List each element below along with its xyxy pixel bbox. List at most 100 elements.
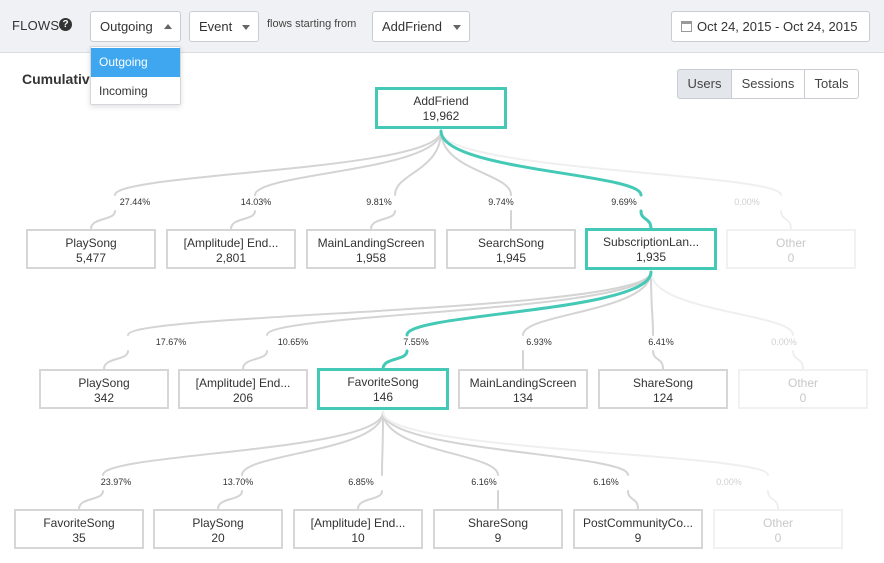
node-label: SubscriptionLan...	[602, 235, 700, 249]
chevron-down-icon	[453, 25, 461, 30]
node-label: MainLandingScreen	[317, 236, 425, 250]
flow-link-l1-1	[230, 130, 442, 230]
link-percent: 9.81%	[366, 197, 392, 207]
flow-link-l1-4	[439, 129, 653, 231]
chart-heading: Cumulative	[22, 71, 98, 87]
flow-node-l1-other[interactable]: Other 0	[726, 229, 856, 269]
node-value: 20	[211, 531, 225, 545]
flow-node-l1-amplitude-end[interactable]: [Amplitude] End... 2,801	[166, 229, 296, 269]
date-range-text: Oct 24, 2015 - Oct 24, 2015	[697, 19, 858, 34]
node-label: PostCommunityCo...	[582, 516, 694, 530]
flow-node-l3-playsong[interactable]: PlaySong 20	[153, 509, 283, 549]
flows-title: FLOWS	[12, 18, 60, 33]
node-label: SearchSong	[477, 236, 545, 250]
link-percent: 14.03%	[240, 197, 272, 207]
node-value: 146	[372, 390, 394, 404]
flow-node-l1-subscription[interactable]: SubscriptionLan... 1,935	[585, 228, 717, 270]
node-value: 206	[232, 391, 254, 405]
node-label: ShareSong	[632, 376, 694, 390]
flow-link-l3-0	[78, 411, 384, 510]
flow-link-l3-2	[357, 411, 384, 510]
calendar-icon	[681, 21, 692, 32]
tab-users[interactable]: Users	[677, 69, 732, 99]
flow-node-l2-mainlandingscreen[interactable]: MainLandingScreen 134	[458, 369, 588, 409]
node-label: PlaySong	[78, 376, 130, 390]
node-value: 9	[634, 531, 642, 545]
flow-link-l2-5	[650, 271, 804, 370]
node-value: 10	[351, 531, 365, 545]
flow-link-l2-3	[522, 271, 652, 370]
flow-link-l1-0	[90, 130, 442, 230]
node-label: ShareSong	[467, 516, 529, 530]
flow-node-l2-sharesong[interactable]: ShareSong 124	[598, 369, 728, 409]
link-percent: 17.67%	[155, 337, 187, 347]
tab-sessions[interactable]: Sessions	[731, 69, 805, 99]
chevron-down-icon	[242, 25, 250, 30]
flow-link-l2-4	[650, 271, 664, 370]
node-label: [Amplitude] End...	[195, 376, 291, 390]
node-label: Other	[775, 236, 806, 250]
link-percent: 27.44%	[119, 197, 151, 207]
flow-link-l3-4	[382, 411, 639, 510]
node-value: 134	[512, 391, 534, 405]
link-percent: 6.16%	[593, 477, 619, 487]
direction-select-value: Outgoing	[100, 19, 153, 34]
direction-select[interactable]: Outgoing	[90, 11, 181, 42]
flow-link-l2-1	[242, 271, 652, 370]
connector-text: flows starting from	[267, 18, 357, 30]
node-label: PlaySong	[65, 236, 117, 250]
node-value: 19,962	[422, 109, 460, 123]
node-label: MainLandingScreen	[469, 376, 577, 390]
link-percent: 13.70%	[222, 477, 254, 487]
flow-node-l2-favoritesong[interactable]: FavoriteSong 146	[317, 368, 449, 410]
flow-node-l3-sharesong[interactable]: ShareSong 9	[433, 509, 563, 549]
flow-link-l1-2	[370, 130, 442, 230]
start-event-select[interactable]: AddFriend	[372, 11, 470, 42]
date-range-picker[interactable]: Oct 24, 2015 - Oct 24, 2015	[671, 11, 870, 42]
link-percent: 6.93%	[526, 337, 552, 347]
node-value: 0	[774, 531, 782, 545]
node-label: [Amplitude] End...	[310, 516, 406, 530]
flow-link-l2-2	[381, 270, 653, 371]
node-value: 1,945	[495, 251, 527, 265]
flow-node-l2-playsong[interactable]: PlaySong 342	[39, 369, 169, 409]
flow-node-l2-amplitude-end[interactable]: [Amplitude] End... 206	[178, 369, 308, 409]
flow-node-l1-playsong[interactable]: PlaySong 5,477	[26, 229, 156, 269]
link-percent: 23.97%	[100, 477, 132, 487]
node-value: 35	[72, 531, 86, 545]
tab-totals[interactable]: Totals	[804, 69, 859, 99]
node-label: PlaySong	[192, 516, 244, 530]
flow-link-l3-3	[382, 411, 499, 510]
node-value: 9	[494, 531, 502, 545]
link-percent: 9.69%	[611, 197, 637, 207]
node-value: 0	[799, 391, 807, 405]
menu-item-outgoing[interactable]: Outgoing	[91, 48, 180, 77]
menu-item-incoming[interactable]: Incoming	[99, 84, 148, 98]
flow-node-root[interactable]: AddFriend 19,962	[375, 87, 507, 129]
flow-node-l3-other[interactable]: Other 0	[713, 509, 843, 549]
flow-node-l3-favoritesong[interactable]: FavoriteSong 35	[14, 509, 144, 549]
flow-link-l1-3	[440, 130, 512, 230]
top-toolbar: FLOWS ? Outgoing Event flows starting fr…	[0, 0, 884, 53]
link-percent: 0.00%	[716, 477, 742, 487]
help-icon[interactable]: ?	[59, 18, 72, 31]
link-percent: 0.00%	[734, 197, 760, 207]
node-label: FavoriteSong	[43, 516, 115, 530]
link-percent: 6.41%	[648, 337, 674, 347]
metric-toggle-group: Users Sessions Totals	[677, 69, 859, 99]
flow-node-l1-searchsong[interactable]: SearchSong 1,945	[446, 229, 576, 269]
flow-node-l1-mainlandingscreen[interactable]: MainLandingScreen 1,958	[306, 229, 436, 269]
node-value: 5,477	[75, 251, 107, 265]
flow-node-l2-other[interactable]: Other 0	[738, 369, 868, 409]
node-value: 2,801	[215, 251, 247, 265]
flow-node-l3-postcommunity[interactable]: PostCommunityCo... 9	[573, 509, 703, 549]
type-select[interactable]: Event	[189, 11, 259, 42]
link-percent: 6.16%	[471, 477, 497, 487]
start-event-value: AddFriend	[382, 19, 442, 34]
node-label: [Amplitude] End...	[183, 236, 279, 250]
link-percent: 10.65%	[277, 337, 309, 347]
caret-up-icon	[164, 24, 172, 29]
node-value: 342	[93, 391, 115, 405]
flow-node-l3-amplitude-end[interactable]: [Amplitude] End... 10	[293, 509, 423, 549]
